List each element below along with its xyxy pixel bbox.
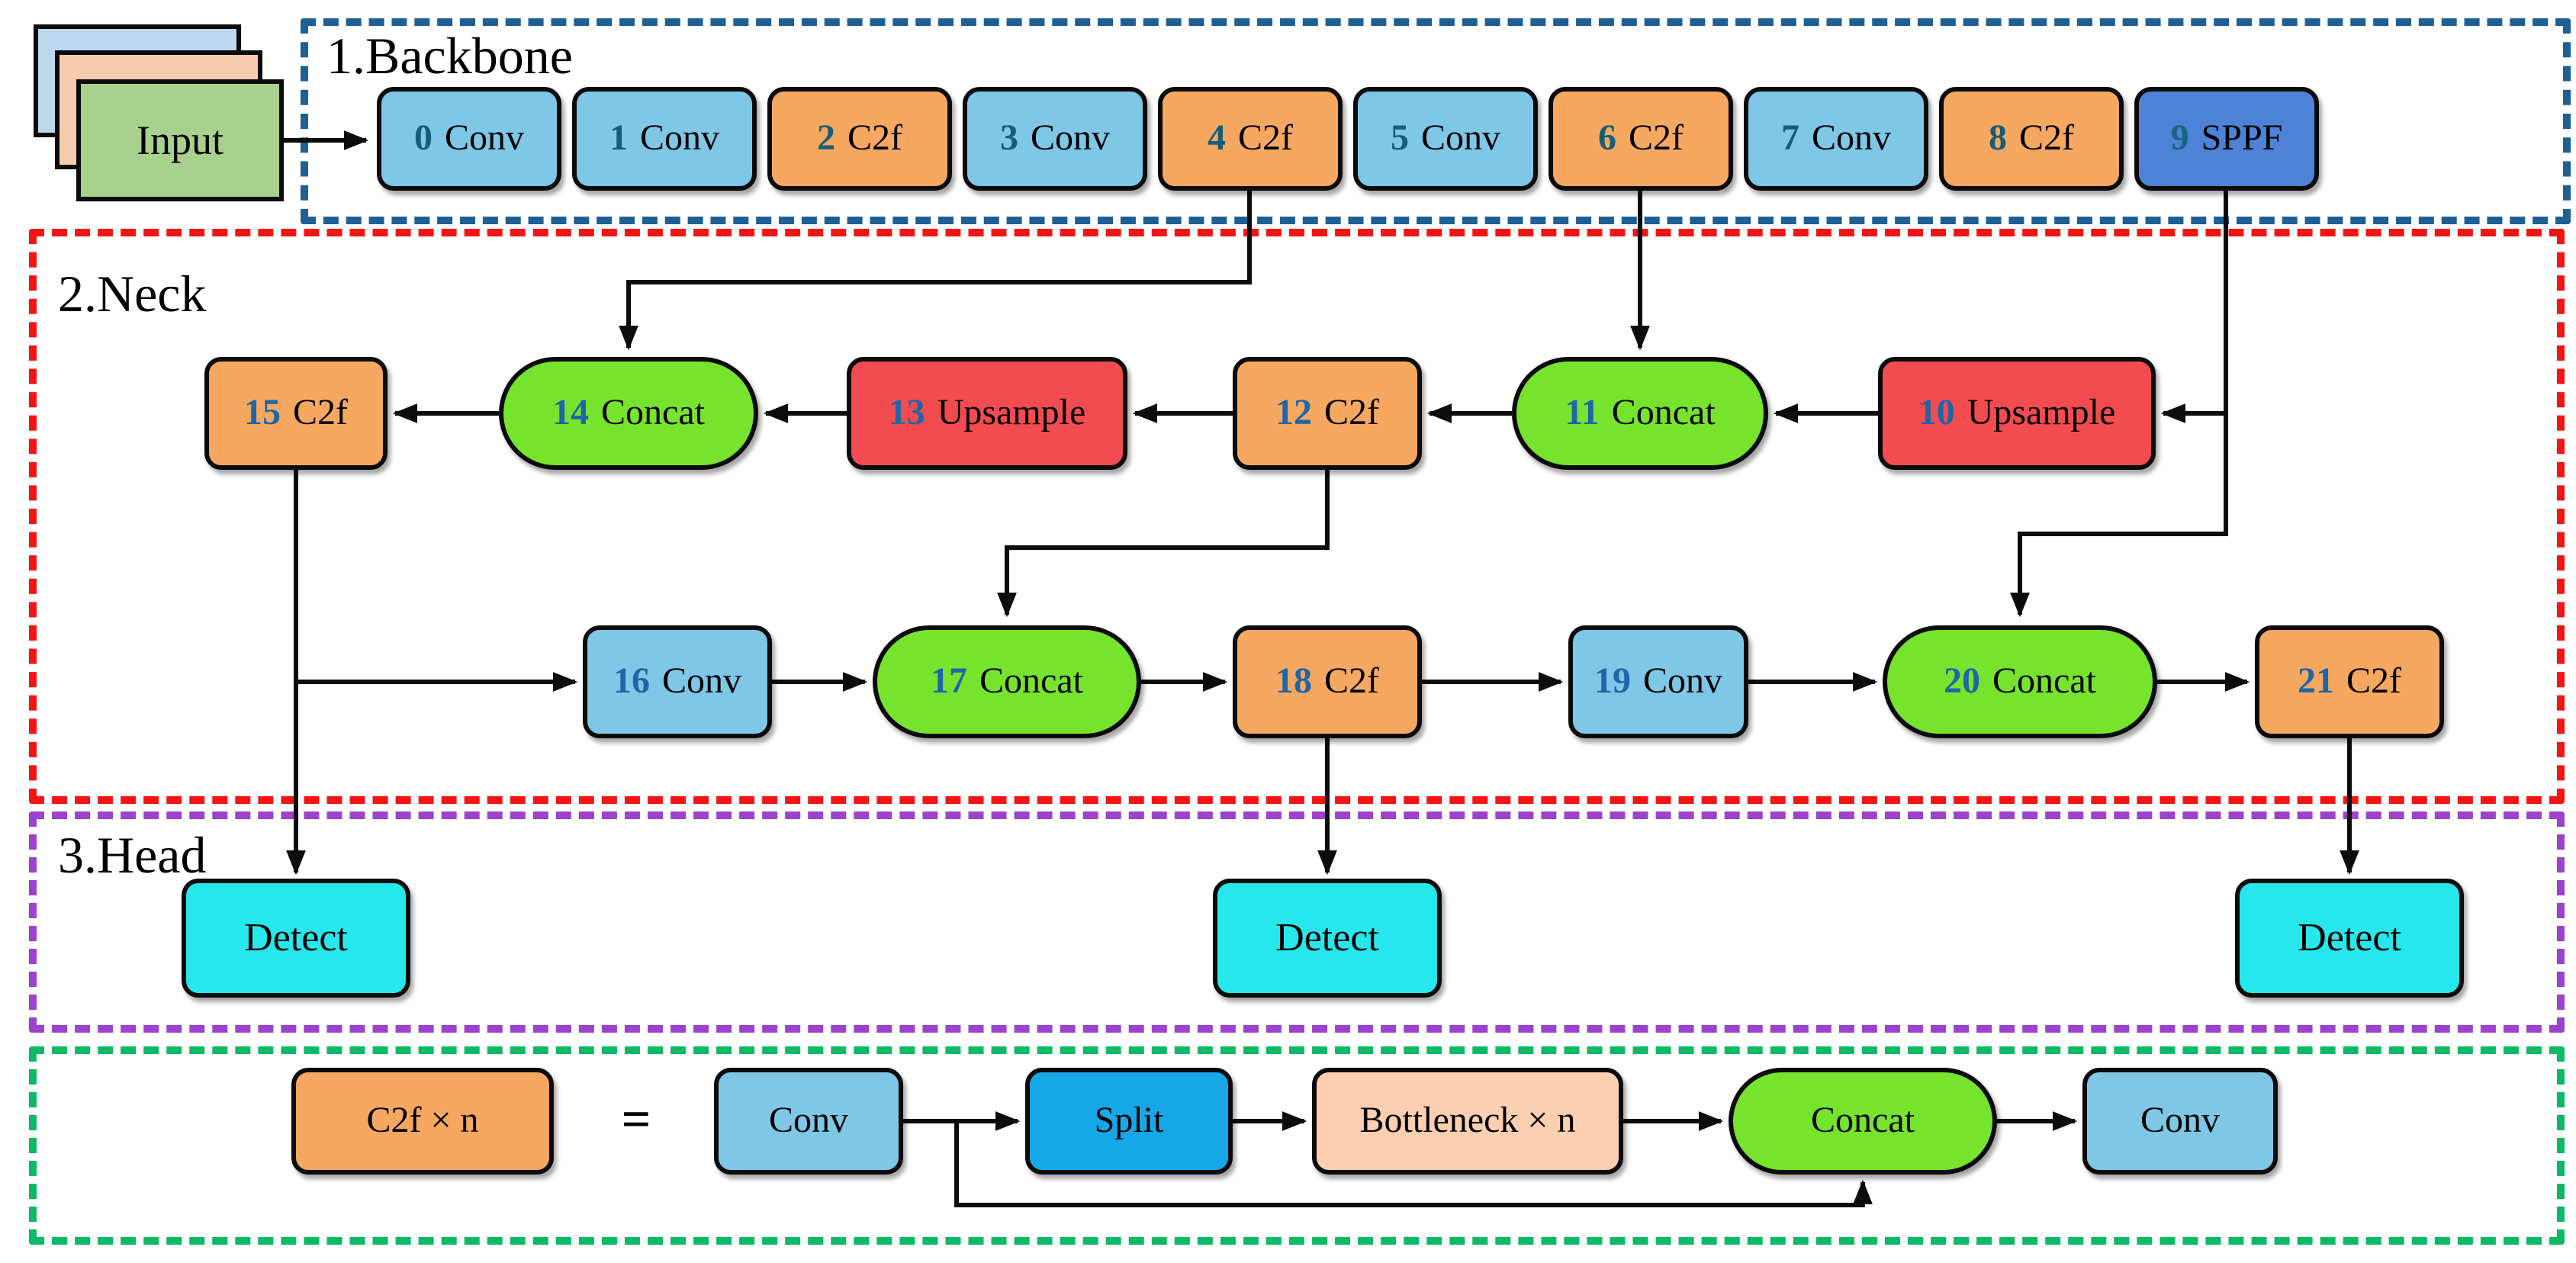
node-3-index: 3	[999, 118, 1018, 158]
legend-equals-sign: =	[621, 1092, 651, 1149]
node-8-index: 8	[1989, 118, 2007, 158]
node-15-c2f: 15 C2f	[204, 357, 388, 470]
node-5-conv: 5 Conv	[1353, 87, 1538, 191]
node-18-c2f: 18 C2f	[1233, 625, 1422, 738]
node-10-upsample: 10 Upsample	[1878, 357, 2156, 470]
node-17-index: 17	[931, 661, 967, 701]
node-19-index: 19	[1594, 661, 1631, 701]
node-2-index: 2	[817, 118, 835, 158]
head-section-label: 3.Head	[58, 828, 207, 885]
legend-conv1-node: Conv	[714, 1068, 903, 1175]
edge-c2f4-to-concat14	[619, 191, 1252, 351]
node-15-label: C2f	[293, 393, 348, 432]
node-10-label: Upsample	[1967, 393, 2116, 432]
node-2-label: C2f	[847, 118, 902, 158]
node-1-index: 1	[609, 118, 628, 158]
detect-3-label: Detect	[2298, 915, 2401, 959]
node-18-label: C2f	[1324, 661, 1379, 701]
input-label: Input	[137, 117, 224, 162]
neck-section-label: 2.Neck	[58, 267, 207, 323]
node-16-label: Conv	[661, 661, 741, 701]
node-11-concat: 11 Concat	[1512, 357, 1768, 470]
node-21-label: C2f	[2346, 661, 2401, 701]
node-6-c2f: 6 C2f	[1548, 87, 1733, 191]
node-15-index: 15	[244, 393, 281, 432]
node-7-label: Conv	[1811, 118, 1891, 158]
legend-c2f-label: C2f × n	[366, 1101, 479, 1140]
input-node: Input	[76, 79, 284, 201]
node-9-index: 9	[2170, 118, 2189, 158]
node-20-label: Concat	[1992, 661, 2096, 701]
node-5-label: Conv	[1420, 118, 1500, 158]
node-0-conv: 0 Conv	[377, 87, 561, 191]
node-0-label: Conv	[444, 118, 524, 158]
node-18-index: 18	[1275, 661, 1312, 701]
node-4-label: C2f	[1238, 118, 1293, 158]
backbone-section-label: 1.Backbone	[326, 29, 573, 85]
node-1-conv: 1 Conv	[572, 87, 757, 191]
legend-conv2-label: Conv	[2140, 1101, 2220, 1140]
legend-concat-label: Concat	[1811, 1101, 1915, 1140]
node-17-label: Concat	[979, 661, 1083, 701]
detect-1-label: Detect	[244, 915, 348, 959]
node-3-label: Conv	[1030, 118, 1110, 158]
detect-2-label: Detect	[1275, 915, 1379, 959]
node-0-index: 0	[413, 118, 433, 158]
node-5-index: 5	[1390, 118, 1409, 158]
node-4-c2f: 4 C2f	[1158, 87, 1343, 191]
legend-concat-node: Concat	[1729, 1068, 1997, 1175]
node-6-label: C2f	[1629, 118, 1684, 158]
node-3-conv: 3 Conv	[963, 87, 1147, 191]
node-7-index: 7	[1780, 118, 1799, 158]
legend-split-node: Split	[1025, 1068, 1233, 1175]
node-12-label: C2f	[1324, 393, 1379, 432]
backbone-section-box	[301, 18, 2571, 224]
node-13-label: Upsample	[937, 393, 1086, 432]
node-14-index: 14	[552, 393, 589, 432]
node-16-index: 16	[613, 661, 650, 701]
node-11-label: Concat	[1611, 393, 1716, 432]
legend-c2f-node: C2f × n	[291, 1068, 554, 1175]
node-2-c2f: 2 C2f	[767, 87, 952, 191]
node-21-index: 21	[2298, 661, 2334, 701]
legend-bottleneck-node: Bottleneck × n	[1312, 1068, 1623, 1175]
node-12-c2f: 12 C2f	[1233, 357, 1422, 470]
node-4-index: 4	[1208, 118, 1226, 158]
edge-sppf9-to-concat20	[2010, 191, 2228, 618]
node-13-index: 13	[888, 393, 925, 432]
node-16-conv: 16 Conv	[583, 625, 772, 738]
legend-section-box	[29, 1046, 2565, 1245]
node-9-label: SPPF	[2201, 118, 2283, 158]
node-14-concat: 14 Concat	[499, 357, 758, 470]
node-20-concat: 20 Concat	[1883, 625, 2157, 738]
node-8-label: C2f	[2019, 118, 2074, 158]
edge-c2f12-to-concat17	[997, 470, 1330, 618]
legend-conv1-label: Conv	[768, 1101, 848, 1140]
node-11-index: 11	[1565, 393, 1600, 432]
node-9-sppf: 9 SPPF	[2134, 87, 2319, 191]
node-13-upsample: 13 Upsample	[847, 357, 1127, 470]
legend-split-label: Split	[1094, 1101, 1164, 1140]
edge-legend-shortcut-to-concat	[954, 1121, 1873, 1207]
neck-section-box	[29, 229, 2565, 804]
node-6-index: 6	[1598, 118, 1616, 158]
detect-node-1: Detect	[182, 879, 410, 998]
node-21-c2f: 21 C2f	[2255, 625, 2444, 738]
node-7-conv: 7 Conv	[1744, 87, 1928, 191]
node-20-index: 20	[1944, 661, 1980, 701]
node-10-index: 10	[1918, 393, 1955, 432]
detect-node-2: Detect	[1213, 879, 1442, 998]
node-14-label: Concat	[601, 393, 705, 432]
node-1-label: Conv	[639, 118, 719, 158]
detect-node-3: Detect	[2235, 879, 2464, 998]
legend-conv2-node: Conv	[2082, 1068, 2278, 1175]
head-section-box	[29, 811, 2565, 1033]
node-19-conv: 19 Conv	[1568, 625, 1748, 738]
node-17-concat: 17 Concat	[873, 625, 1141, 738]
legend-bottleneck-label: Bottleneck × n	[1359, 1101, 1576, 1140]
node-12-index: 12	[1275, 393, 1312, 432]
node-8-c2f: 8 C2f	[1939, 87, 2124, 191]
node-19-label: Conv	[1642, 661, 1722, 701]
